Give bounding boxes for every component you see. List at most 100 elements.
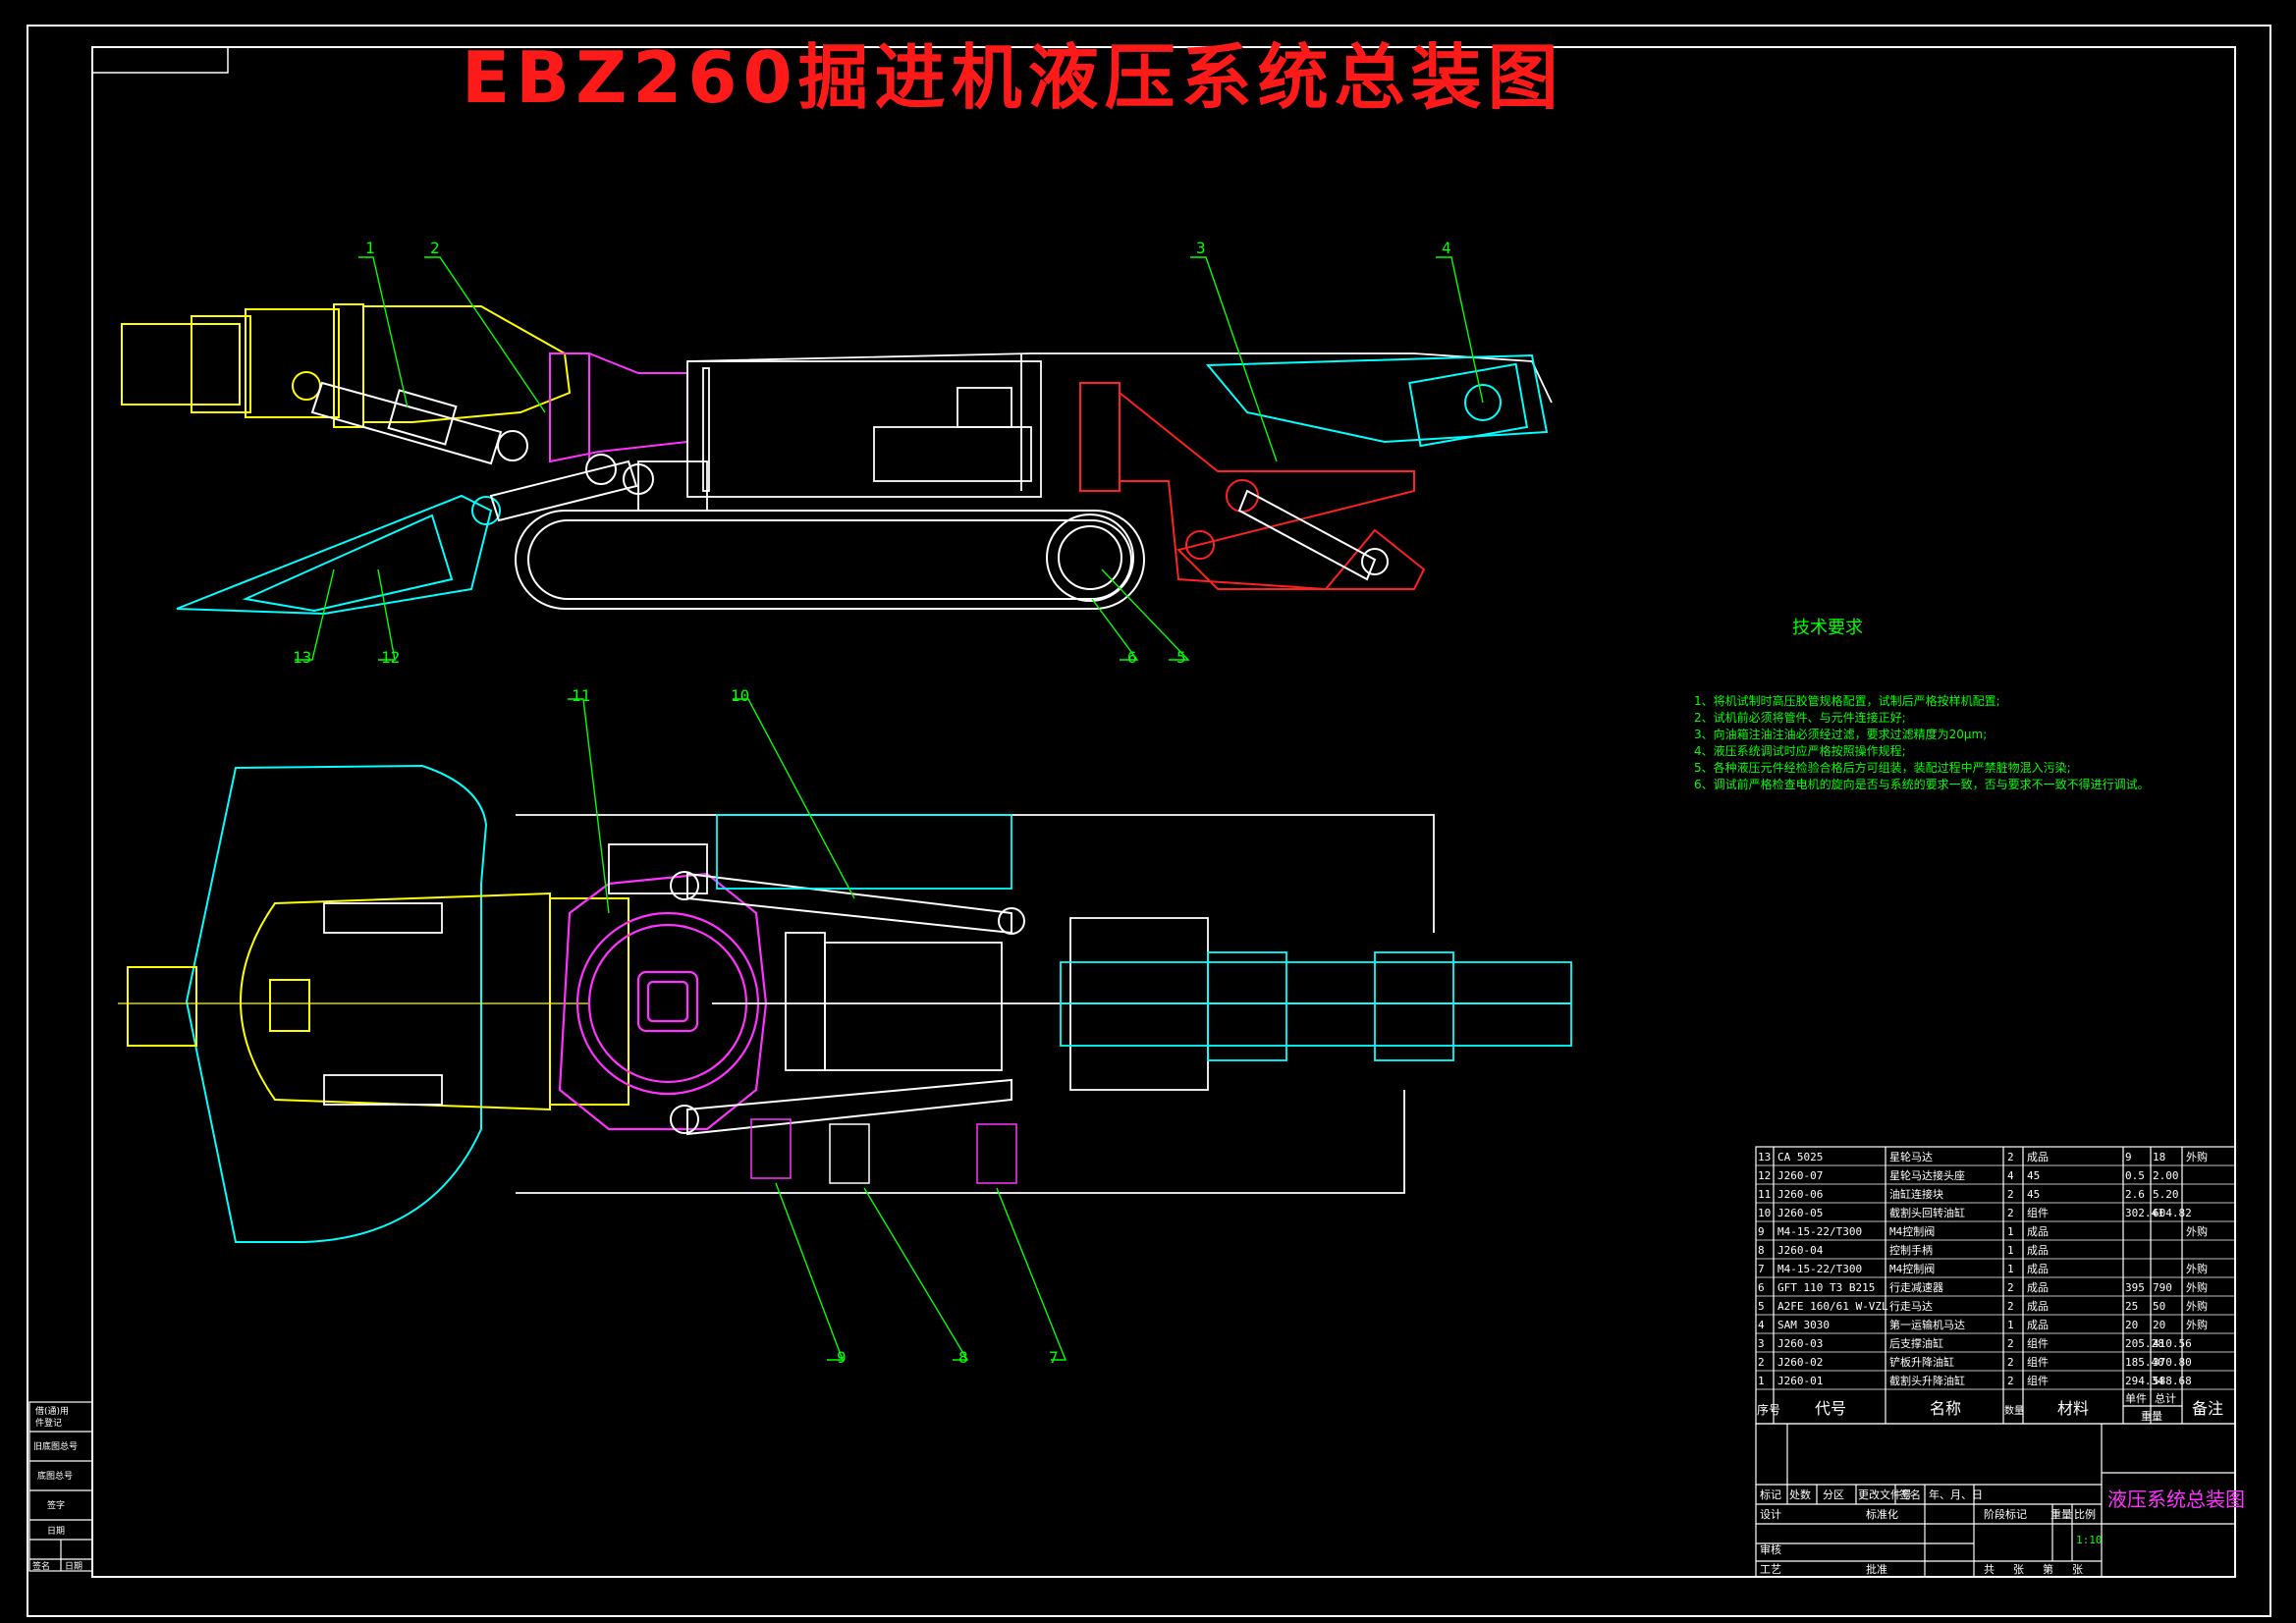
bom-cell-name: 油缸连接块 [1889, 1187, 1943, 1201]
bom-cell-name: 截割头回转油缸 [1889, 1206, 1965, 1219]
callout-11: 11 [572, 686, 590, 705]
bom-cell-no: 1 [1758, 1375, 1765, 1387]
bom-cell-w1: 2.6 [2125, 1188, 2145, 1201]
bom-cell-no: 4 [1758, 1319, 1765, 1331]
bom-cell-mat: 组件 [2027, 1374, 2049, 1387]
bom-cell-code: J260-07 [1777, 1169, 1823, 1182]
stamp-jietongyong: 借(通)用 [35, 1405, 69, 1417]
bom-cell-w2: 50 [2153, 1300, 2165, 1313]
stamp-dituzonghao: 底图总号 [37, 1470, 73, 1482]
tb-label-pizhun: 批准 [1866, 1562, 1887, 1576]
bom-header: 序号 代号 名称 数量 材料 单件 总计 重量 备注 [1757, 1391, 2223, 1423]
bom-cell-code: J260-05 [1777, 1207, 1823, 1219]
tb-label-biaozhunhua: 标准化 [1866, 1507, 1898, 1521]
bom-cell-mat: 成品 [2027, 1281, 2049, 1294]
bom-cell-qty: 2 [2007, 1207, 2014, 1219]
bom-cell-qty: 2 [2007, 1281, 2014, 1294]
outer-frame [27, 25, 2271, 1617]
tb-label-bili: 比例 [2074, 1507, 2096, 1521]
tb-label-shenhe: 审核 [1760, 1542, 1781, 1556]
side-stamp-labels: 借(通)用 件登记 旧底图总号 底图总号 签字 日期 签名 日期 [32, 1405, 82, 1572]
tb-label-biaoji: 标记 [1760, 1488, 1781, 1501]
title-block [1755, 1423, 2236, 1578]
bom-header-name: 名称 [1930, 1399, 1961, 1418]
bom-cell-no: 10 [1758, 1207, 1771, 1219]
bom-header-code: 代号 [1815, 1399, 1846, 1418]
bom-cell-w1: 205.28 [2125, 1337, 2164, 1350]
bom-header-wtotal: 总计 [2155, 1391, 2176, 1405]
bom-cell-no: 8 [1758, 1244, 1765, 1257]
bom-header-mat: 材料 [2057, 1399, 2089, 1418]
tb-label-di: 第 [2043, 1562, 2053, 1576]
bom-cell-name: 行走减速器 [1889, 1281, 1943, 1294]
bom-cell-w1: 20 [2125, 1319, 2138, 1331]
bom-cell-code: J260-02 [1777, 1356, 1823, 1369]
bom-cell-code: CA 5025 [1777, 1151, 1823, 1163]
callout-8: 8 [958, 1348, 968, 1367]
bom-cell-mat: 组件 [2027, 1206, 2049, 1219]
bom-cell-w2: 410.56 [2153, 1337, 2192, 1350]
stamp-jiandengji: 件登记 [35, 1417, 62, 1429]
tb-label-jieduan: 阶段标记 [1984, 1507, 2027, 1521]
bom-cell-no: 11 [1758, 1188, 1771, 1201]
stamp-jiudituzonghao: 旧底图总号 [33, 1440, 78, 1452]
bom-cell-note: 外购 [2186, 1224, 2208, 1238]
title-block-labels: 标记 处数 分区 更改文件号 签名 年、月、日 设计 标准化 审核 工艺 批准 … [1760, 1488, 2096, 1576]
callout-13: 13 [293, 648, 311, 667]
tb-label-gaiwenjian: 更改文件号 [1858, 1488, 1912, 1501]
bom-cell-mat: 成品 [2027, 1319, 2049, 1331]
tb-label-chushu: 处数 [1789, 1488, 1811, 1501]
tech-req-3: 3、向油箱注油注油必须经过滤，要求过滤精度为20μm; [1694, 727, 1987, 741]
bom-cell-w2: 2.00 [2153, 1169, 2179, 1182]
bom-cell-no: 13 [1758, 1151, 1771, 1163]
bom-cell-name: 后支撑油缸 [1889, 1336, 1943, 1350]
bom-cell-code: J260-04 [1777, 1244, 1824, 1257]
callout-6: 6 [1127, 648, 1137, 667]
bom-cell-w2: 18 [2153, 1151, 2165, 1163]
bom-cell-name: 截割头升降油缸 [1889, 1374, 1965, 1387]
bom-cell-qty: 2 [2007, 1337, 2014, 1350]
tech-req-5: 5、各种液压元件经检验合格后方可组装，装配过程中严禁脏物混入污染; [1694, 760, 2071, 775]
tb-label-zhongliang: 重量 [2050, 1507, 2072, 1521]
callout-4: 4 [1442, 239, 1451, 257]
bom-header-wsingle: 单件 [2125, 1392, 2147, 1405]
tb-label-fenqu: 分区 [1823, 1488, 1844, 1501]
tb-label-zhang2: 张 [2072, 1563, 2083, 1576]
bom-cell-name: M4控制阀 [1889, 1262, 1935, 1275]
tech-requirements-heading: 技术要求 [1792, 618, 1863, 638]
bom-cell-mat: 成品 [2027, 1151, 2049, 1163]
tech-req-4: 4、液压系统调试时应严格按照操作规程; [1694, 743, 1906, 758]
bom-header-qty: 数量 [2004, 1404, 2024, 1417]
bom-cell-code: GFT 110 T3 B215 [1777, 1281, 1875, 1294]
tb-label-nianyueri: 年、月、日 [1929, 1488, 1983, 1501]
bom-cell-w2: 5.20 [2153, 1188, 2179, 1201]
side-view [121, 303, 1553, 616]
bom-cell-no: 6 [1758, 1281, 1765, 1294]
callout-9: 9 [837, 1348, 847, 1367]
bom-cell-w1: 395 [2125, 1281, 2145, 1294]
bom-cell-note: 外购 [2186, 1150, 2208, 1163]
callout-10: 10 [731, 686, 749, 705]
bom-header-weight: 重量 [2141, 1409, 2162, 1423]
drawing-title: EBZ260掘进机液压系统总装图 [462, 36, 1564, 119]
bom-cell-name: 第一运输机马达 [1889, 1318, 1965, 1331]
bom-cell-note: 外购 [2186, 1299, 2208, 1313]
bom-cell-qty: 2 [2007, 1375, 2014, 1387]
callout-5: 5 [1176, 648, 1186, 667]
bom-row-lines [1756, 1164, 2235, 1390]
side-stamp-table [28, 1401, 93, 1572]
bom-cell-code: SAM 3030 [1777, 1319, 1830, 1331]
bom-cell-code: M4-15-22/T300 [1777, 1225, 1862, 1238]
bom-cell-name: 铲板升降油缸 [1889, 1355, 1954, 1369]
bom-cell-qty: 1 [2007, 1319, 2014, 1331]
bom-cell-mat: 45 [2027, 1169, 2040, 1182]
